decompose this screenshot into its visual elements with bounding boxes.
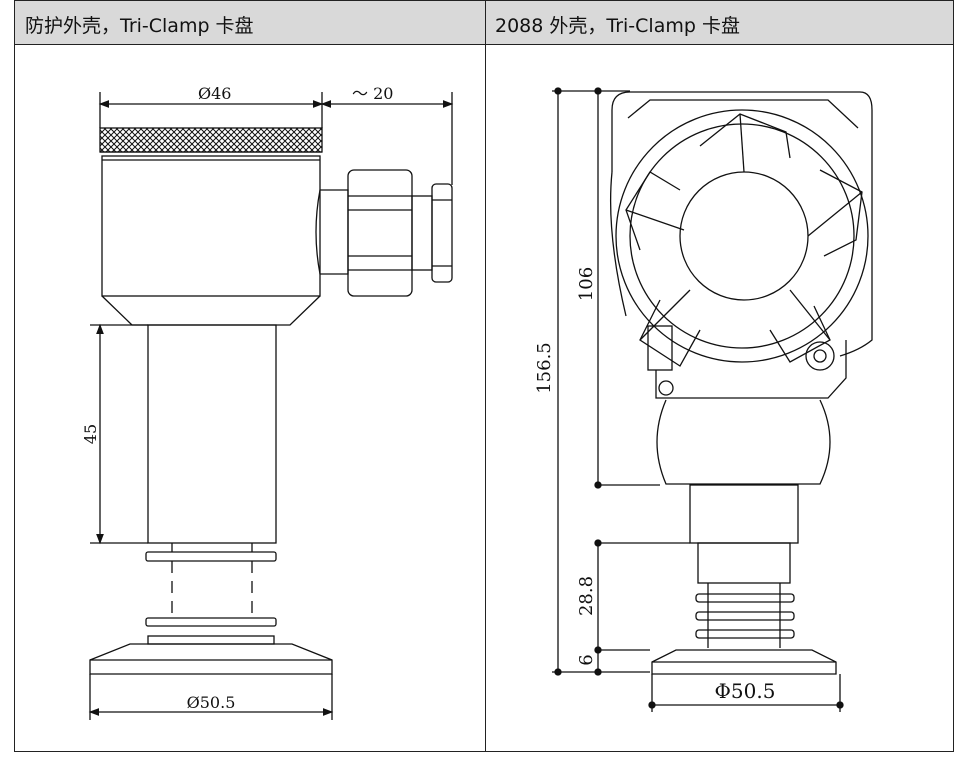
gland-cap [431, 183, 453, 283]
spec-table: 防护外壳，Tri-Clamp 卡盘 2088 外壳，Tri-Clamp 卡盘 [14, 0, 954, 752]
header-cell-protective-housing: 防护外壳，Tri-Clamp 卡盘 [15, 1, 485, 45]
cooling-fin-3 [695, 629, 795, 639]
housing-cover-ring [629, 123, 855, 349]
fin-lower [145, 617, 277, 627]
header-label-2088-housing: 2088 外壳，Tri-Clamp 卡盘 [495, 15, 740, 37]
gland-boss [315, 189, 349, 275]
dim-label-top-offset: ～ 20 [352, 84, 393, 103]
gland-washer [411, 195, 433, 271]
transmitter-bulb [656, 399, 831, 485]
dim-label-bottom-width: Ø50.5 [187, 693, 236, 712]
column-divider [485, 1, 486, 751]
dim-label-top-width: Ø46 [198, 84, 231, 103]
gland-nut [347, 169, 413, 297]
cooling-fin-1 [695, 593, 795, 603]
transmitter-neck [689, 484, 799, 544]
neck [147, 324, 277, 544]
right-drawing: 106 156.5 28.8 6 Φ50.5 [534, 87, 873, 712]
dim-label-body-height: 106 [576, 267, 597, 301]
housing-cover-outer [615, 109, 869, 363]
dim-label-height: 45 [81, 424, 100, 444]
dim-label-neck-height: 28.8 [576, 576, 597, 616]
dim-label-total-height: 156.5 [534, 342, 555, 394]
dim-label-clamp-height: 6 [576, 654, 597, 665]
housing-window [679, 171, 809, 301]
knurled-cap [99, 127, 323, 153]
left-drawing: Ø46 ～ 20 45 Ø50.5 [81, 84, 454, 720]
header-cell-2088-housing: 2088 外壳，Tri-Clamp 卡盘 [485, 1, 953, 45]
cooling-fin-2 [695, 611, 795, 621]
clamp-flange [89, 643, 333, 675]
housing-body [101, 155, 321, 297]
fin-upper [145, 551, 277, 562]
dim-label-bottom-width-2088: Φ50.5 [715, 679, 776, 703]
housing-2088-outline [611, 91, 873, 357]
housing-taper [101, 295, 321, 326]
header-label-protective-housing: 防护外壳，Tri-Clamp 卡盘 [25, 15, 254, 37]
